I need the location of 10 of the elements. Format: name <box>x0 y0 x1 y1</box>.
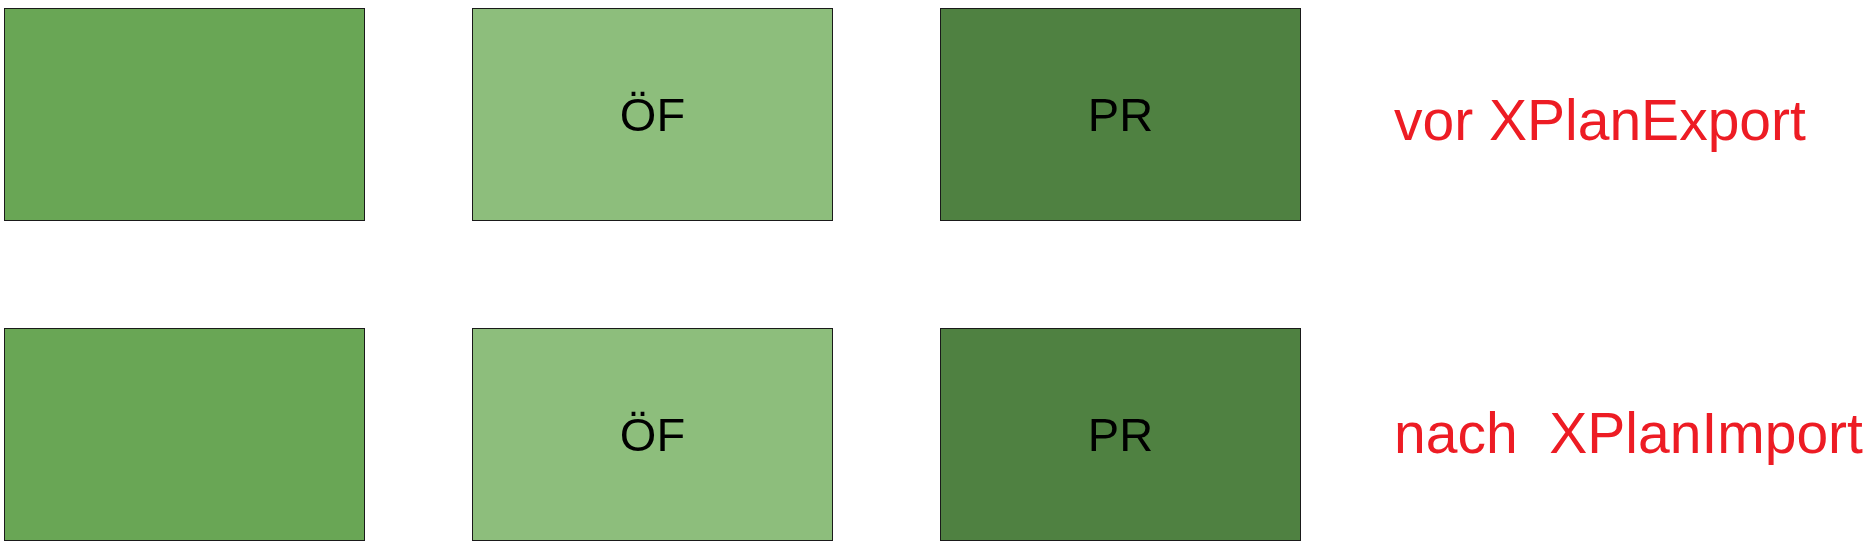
rectangle-label: ÖF <box>619 91 686 138</box>
rectangle-label: PR <box>1087 91 1154 138</box>
rectangle <box>940 328 1301 541</box>
rectangle-label: PR <box>1087 411 1154 458</box>
rectangle <box>4 8 365 221</box>
rectangle-label: ÖF <box>619 411 686 458</box>
rectangle <box>4 328 365 541</box>
rectangle <box>940 8 1301 221</box>
rectangle <box>472 328 833 541</box>
rectangle <box>472 8 833 221</box>
